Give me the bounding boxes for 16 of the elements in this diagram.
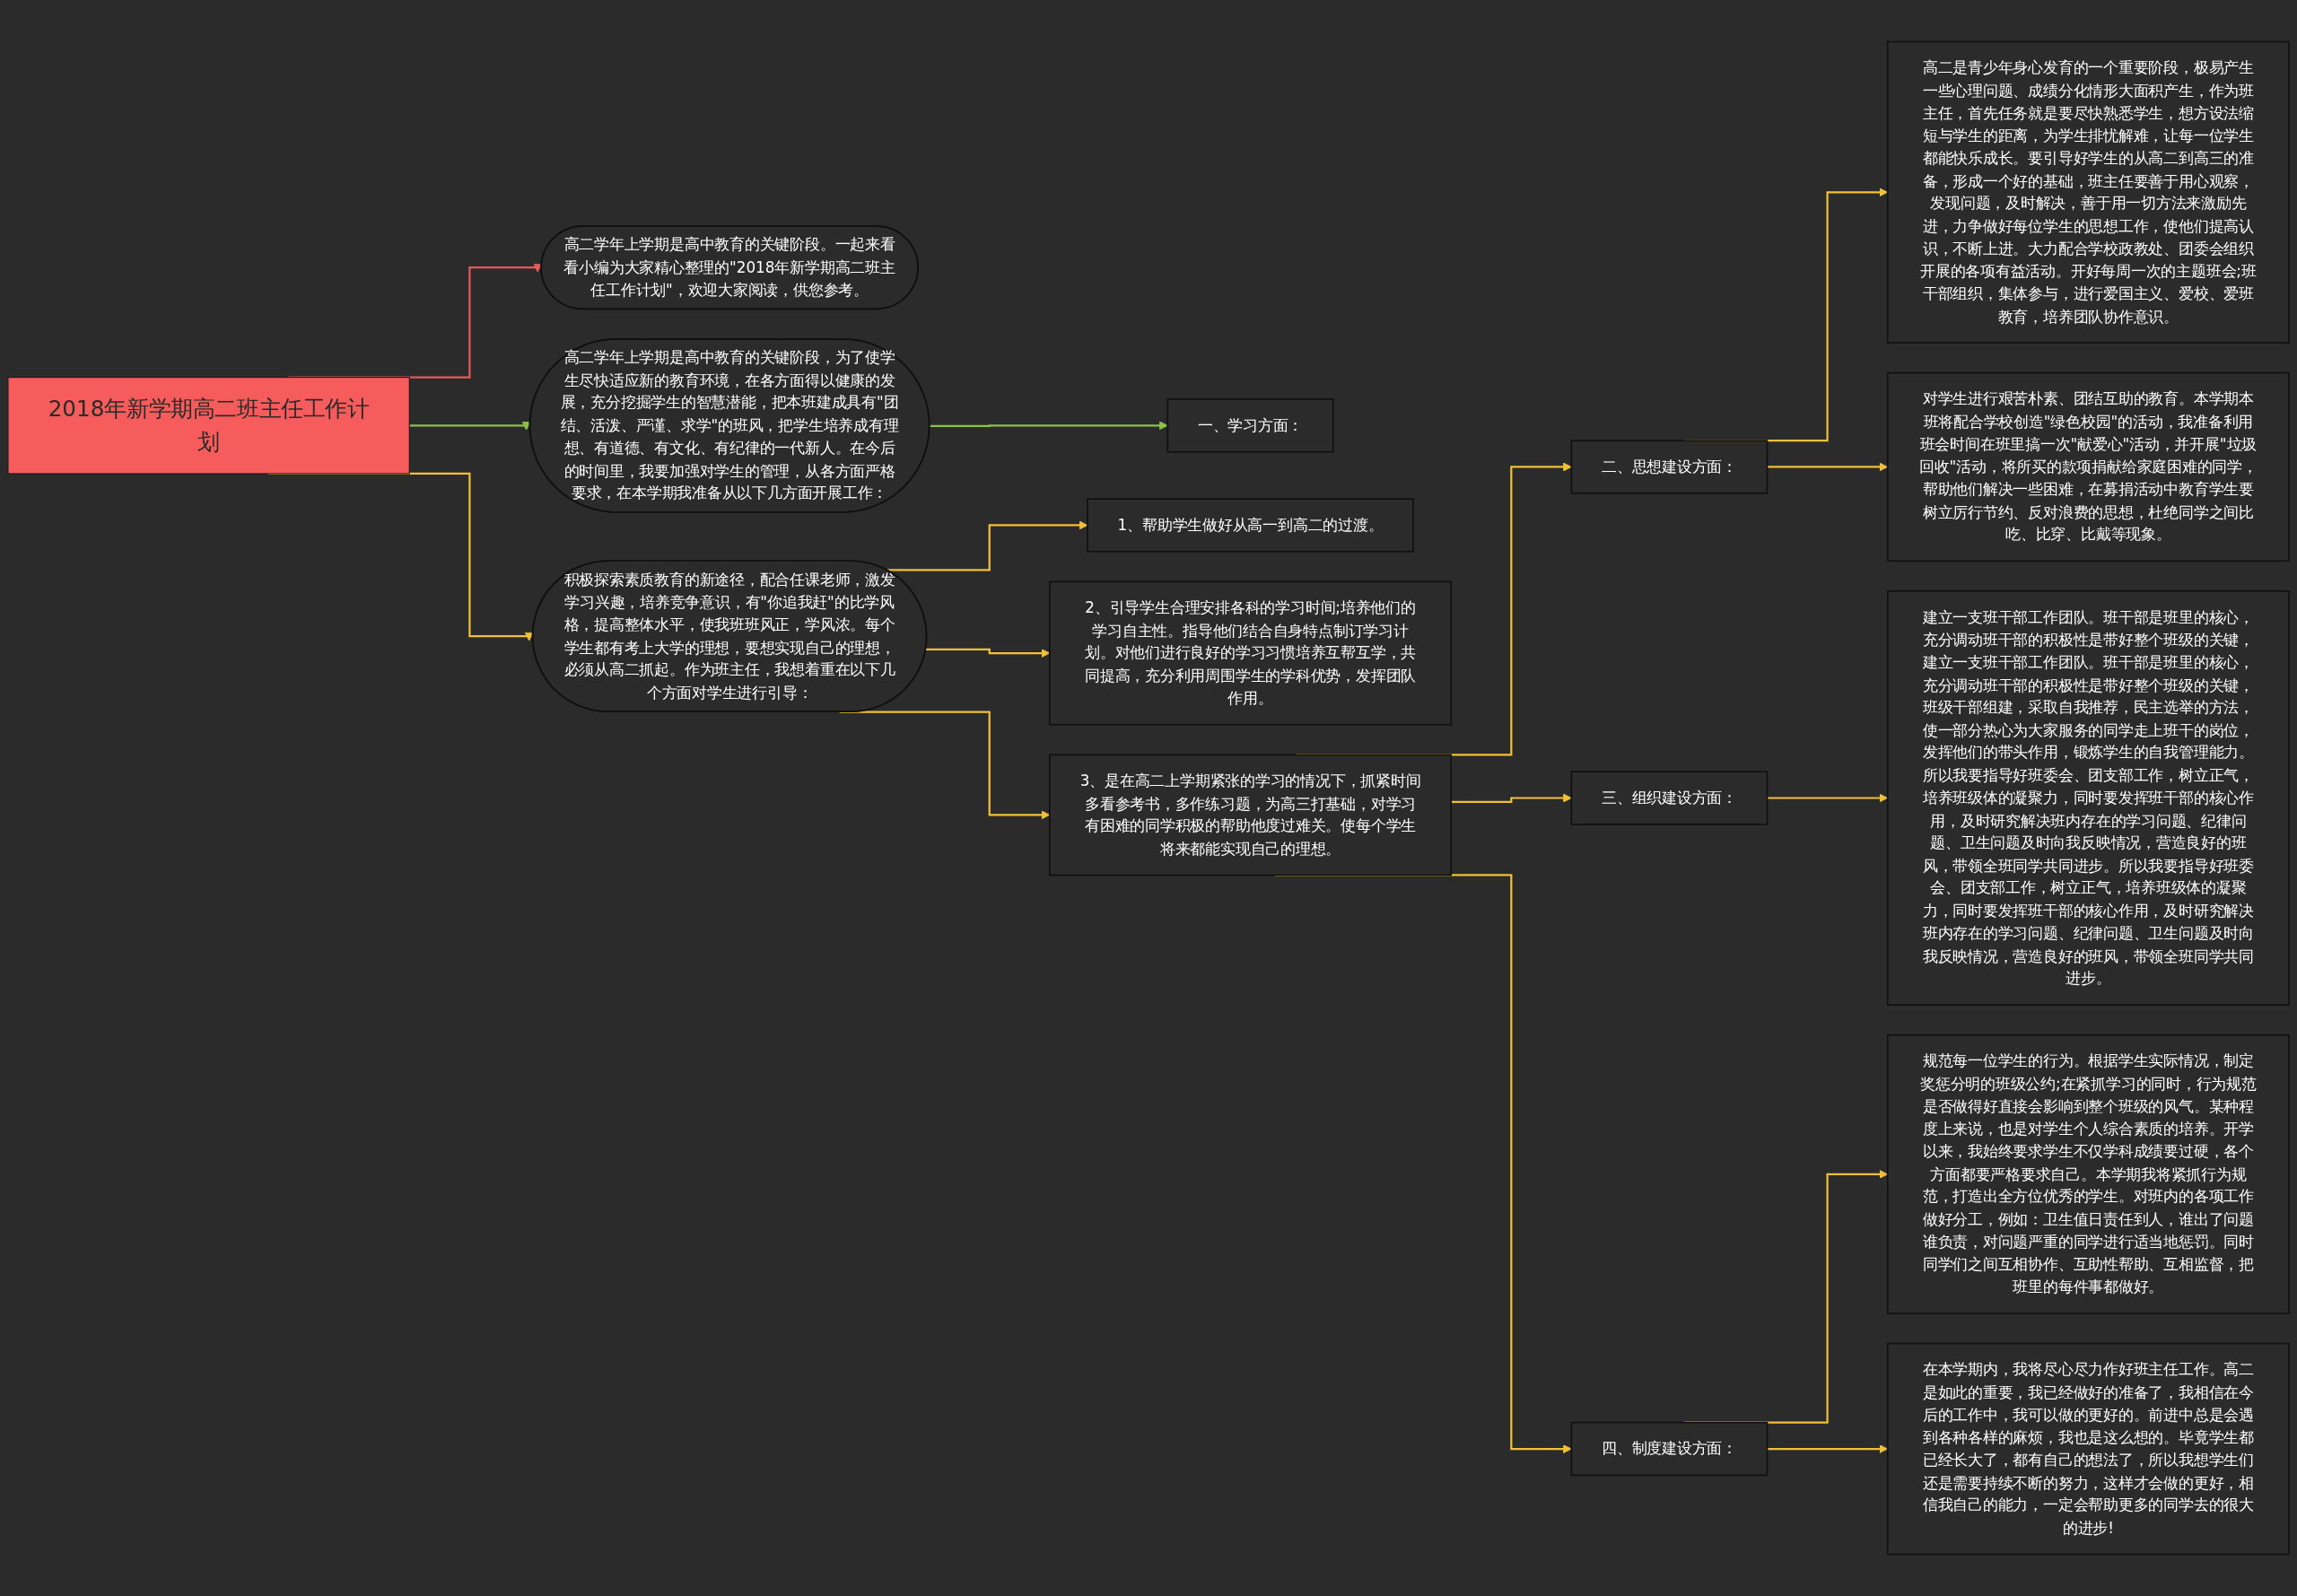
node-box: 高二是青少年身心发育的一个重要阶段，极易产生一些心理问题、成绩分化情形大面积产生，作为班主任，首先任务就是要尽快熟悉学生，想方设法缩短与学生的距离，为学生排忧解难，让每一位学生都能快乐成长。要引导好学生的从高二到高三的准备，形成一个好的基础，班主任要善于用心观察，发现问题，及时解决，善于用一切方法来激励先进，力争做好每位学生的思想工作，使他们提高认识，不断上进。大力配合学校政教处、团委会组织开展的各项有益活动。开好每周一次的主题班会;班干部组织，集体参与，进行爱国主义、爱校、爱班教育，培养团队协作意识。	[1886, 40, 2290, 344]
arrow	[886, 520, 1088, 571]
node-box: 规范每一位学生的行为。根据学生实际情况，制定奖惩分明的班级公约;在紧抓学习的同时，行为规范是否做得好直接会影响到整个班级的风气。某种程度上来说，也是对学生个人综合素质的培养。开学以来，我始终要求学生不仅学科成绩要过硬，各个方面都要严格要求自己。本学期我将紧抓行为规范，打造出全方位优秀的学生。对班内的各项工作做好分工，例如：卫生值日责任到人，谁出了问题谁负责，对问题严重的同学进行适当地惩罚。同时同学们之间互相协作、互助性帮助、互相监督，把班里的每件事都做好。	[1886, 1033, 2290, 1314]
node-box: 对学生进行艰苦朴素、团结互助的教育。本学期本班将配合学校创造"绿色校园"的活动，我准备利用班会时间在班里搞一次"献爱心"活动，并开展"垃圾回收"活动，将所买的款项捐献给家庭困难的同学，帮助他们解决一些困难，在募捐活动中教育学生要树立厉行节约、反对浪费的思想，杜绝同学之间比吃、比穿、比戴等现象。	[1886, 371, 2290, 563]
node-box: 建立一支班干部工作团队。班干部是班里的核心，充分调动班干部的积极性是带好整个班级的关键，建立一支班干部工作团队。班干部是班里的核心，充分调动班干部的积极性是带好整个班级的关键，班级干部组建，采取自我推荐，民主选举的方法，使一部分热心为大家服务的同学走上班干的岗位，发挥他们的带头作用，锻炼学生的自我管理能力。所以我要指导好班委会、团支部工作，树立正气，培养班级体的凝聚力，同时要发挥班干部的核心作用，及时研究解决班内存在的学习问题、纪律问题、卫生问题及时向我反映情况，营造良好的班风，带领全班同学共同进步。所以我要指导好班委会、团支部工作，树立正气，培养班级体的凝聚力，同时要发挥班干部的核心作用，及时研究解决班内存在的学习问题、纪律问题、卫生问题及时向我反映情况，营造良好的班风，带领全班同学共同进步。	[1886, 590, 2290, 1006]
node-box: 三、组织建设方面：	[1570, 771, 1769, 825]
arrow	[930, 421, 1168, 431]
node-box: 在本学期内，我将尽心尽力作好班主任工作。高二是如此的重要，我已经做好的准备了，我相信在今后的工作中，我可以做的更好的。前进中总是会遇到各种各样的麻烦，我也是这么想的。毕竟学生都已经长大了，都有自己的想法了，所以我想学生们还是需要持续不断的努力，这样才会做的更好，相信我自己的能力，一定会帮助更多的同学去的很大的进步!	[1886, 1342, 2290, 1556]
arrow	[1451, 793, 1572, 803]
node-box: 3、是在高二上学期紧张的学习的情况下，抓紧时间多看参考书，多作练习题，为高三打基础，对学习有困难的同学积极的帮助他度过难关。使每个学生将来都能实现自己的理想。	[1049, 754, 1453, 876]
node-box: 四、制度建设方面：	[1570, 1421, 1769, 1477]
node-box: 一、学习方面：	[1166, 398, 1334, 453]
node-box: 2018年新学期高二班主任工作计划	[7, 377, 410, 475]
node-box: 二、思想建设方面：	[1570, 440, 1769, 494]
node-box: 1、帮助学生做好从高一到高二的过渡。	[1087, 498, 1414, 553]
node-box: 2、引导学生合理安排各科的学习时间;培养他们的学习自主性。指导他们结合自身特点制订学习计划。对他们进行良好的学习习惯培养互帮互学，共同提高，充分利用周围学生的学科优势，发挥团队作用。	[1049, 580, 1453, 726]
